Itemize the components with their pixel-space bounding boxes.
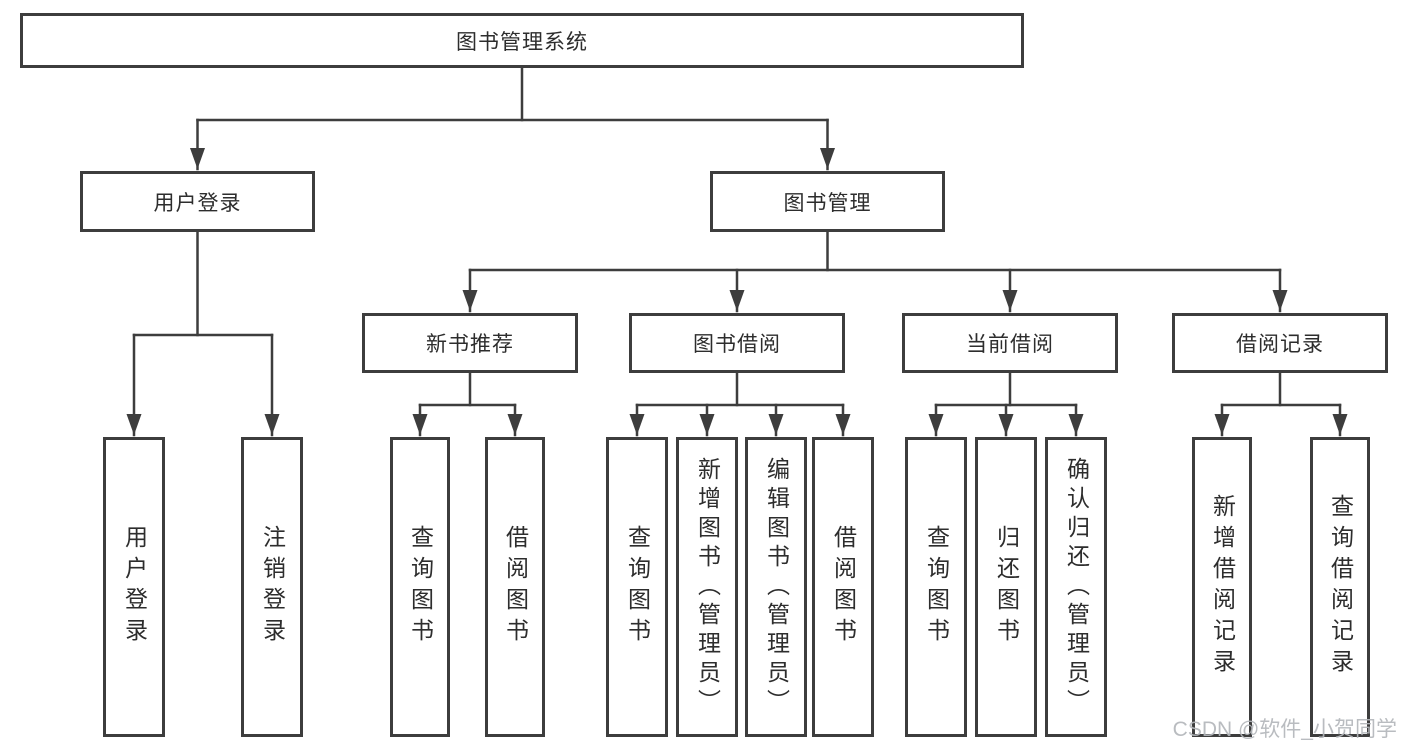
leaf-recommend-borrow-books: 借阅图书 (485, 437, 545, 737)
node-book-borrowing: 图书借阅 (629, 313, 845, 373)
node-book-management-label: 图书管理 (783, 191, 872, 215)
node-new-book-recommend-label: 新书推荐 (426, 333, 514, 356)
node-book-borrowing-label: 图书借阅 (693, 333, 781, 356)
leaf-records-query-record-label: 查询借阅记录 (1327, 494, 1354, 680)
node-current-borrowing: 当前借阅 (902, 313, 1118, 373)
connector-borrowing-records-to-children (1214, 371, 1348, 437)
connector-book-management-to-children (462, 230, 1288, 313)
leaf-borrowing-query-books: 查询图书 (606, 437, 668, 737)
leaf-current-return-books-label: 归还图书 (993, 525, 1020, 649)
leaf-borrowing-borrow-books: 借阅图书 (812, 437, 874, 737)
leaf-records-add-record: 新增借阅记录 (1192, 437, 1252, 737)
leaf-current-query-books: 查询图书 (905, 437, 967, 737)
leaf-borrowing-borrow-books-label: 借阅图书 (830, 525, 857, 649)
leaf-logout-label: 注销登录 (259, 525, 286, 649)
leaf-logout: 注销登录 (241, 437, 303, 737)
leaf-recommend-query-books-label: 查询图书 (407, 525, 434, 649)
leaf-records-query-record: 查询借阅记录 (1310, 437, 1370, 737)
leaf-records-add-record-label: 新增借阅记录 (1209, 494, 1236, 680)
node-current-borrowing-label: 当前借阅 (966, 333, 1054, 356)
leaf-borrowing-add-books-admin-label: 新增图书（管理员） (694, 456, 721, 718)
leaf-recommend-query-books: 查询图书 (390, 437, 450, 737)
node-new-book-recommend: 新书推荐 (362, 313, 578, 373)
leaf-current-return-books: 归还图书 (975, 437, 1037, 737)
connector-new-book-recommend-to-children (412, 371, 523, 437)
connector-book-borrowing-to-children (629, 371, 851, 437)
connector-current-borrowing-to-children (928, 371, 1084, 437)
node-user-login: 用户登录 (80, 171, 315, 232)
leaf-current-confirm-return-admin-label: 确认归还（管理员） (1063, 456, 1090, 718)
leaf-current-confirm-return-admin: 确认归还（管理员） (1045, 437, 1107, 737)
connector-user-login-to-children (126, 230, 280, 437)
watermark: CSDN @软件_小贺同学 (1172, 718, 1397, 741)
leaf-user-login: 用户登录 (103, 437, 165, 737)
leaf-borrowing-edit-books-admin-label: 编辑图书（管理员） (763, 456, 790, 718)
leaf-user-login-label: 用户登录 (121, 525, 148, 649)
node-borrowing-records-label: 借阅记录 (1236, 333, 1324, 356)
leaf-current-query-books-label: 查询图书 (923, 525, 950, 649)
node-library-system: 图书管理系统 (20, 13, 1024, 68)
node-book-management: 图书管理 (710, 171, 945, 232)
node-library-system-label: 图书管理系统 (456, 30, 588, 54)
node-user-login-label: 用户登录 (153, 191, 242, 215)
leaf-recommend-borrow-books-label: 借阅图书 (502, 525, 529, 649)
leaf-borrowing-add-books-admin: 新增图书（管理员） (676, 437, 738, 737)
node-borrowing-records: 借阅记录 (1172, 313, 1388, 373)
leaf-borrowing-edit-books-admin: 编辑图书（管理员） (745, 437, 807, 737)
leaf-borrowing-query-books-label: 查询图书 (624, 525, 651, 649)
connector-root-to-children (190, 66, 835, 171)
